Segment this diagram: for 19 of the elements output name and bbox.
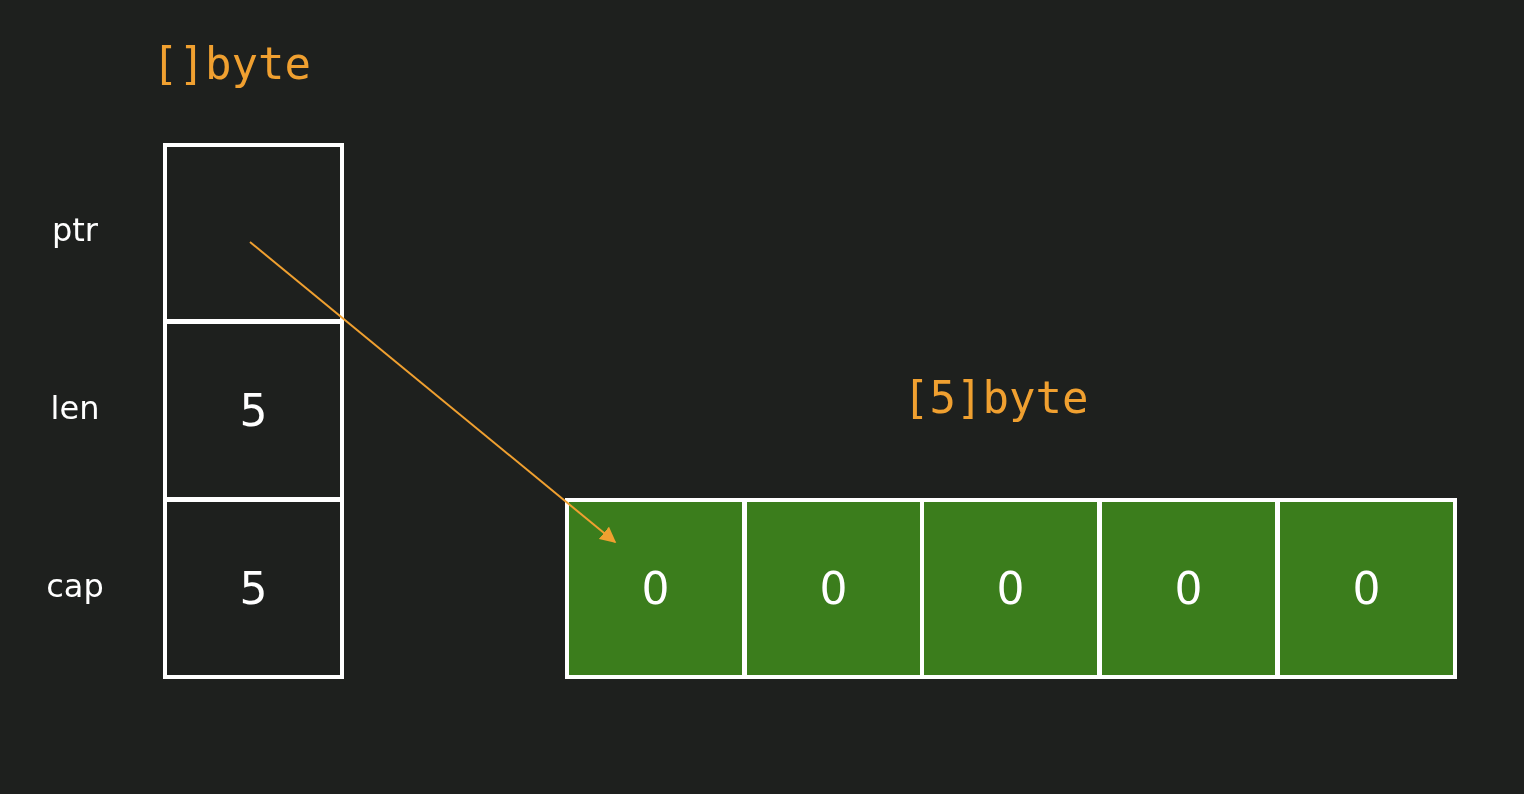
cell-value: 0 [996,563,1025,614]
cell-value: 0 [1174,563,1203,614]
memory-cell [163,498,344,679]
field-name: ptr [51,211,99,249]
memory-cell [1098,498,1279,679]
type-label: []byte [152,38,311,89]
cell-value: 5 [239,563,268,614]
cell-value: 0 [819,563,848,614]
field-name: cap [45,566,105,605]
type-label: [5]byte [903,372,1089,423]
memory-cell [163,320,344,501]
memory-cell [1276,498,1457,679]
arrow [249,241,617,543]
memory-cell [565,498,746,679]
empty-memory-cell [163,143,344,323]
cell-value: 0 [641,563,670,614]
cell-value: 5 [239,385,268,436]
field-name: len [49,388,101,427]
cell-value: 0 [1352,563,1381,614]
